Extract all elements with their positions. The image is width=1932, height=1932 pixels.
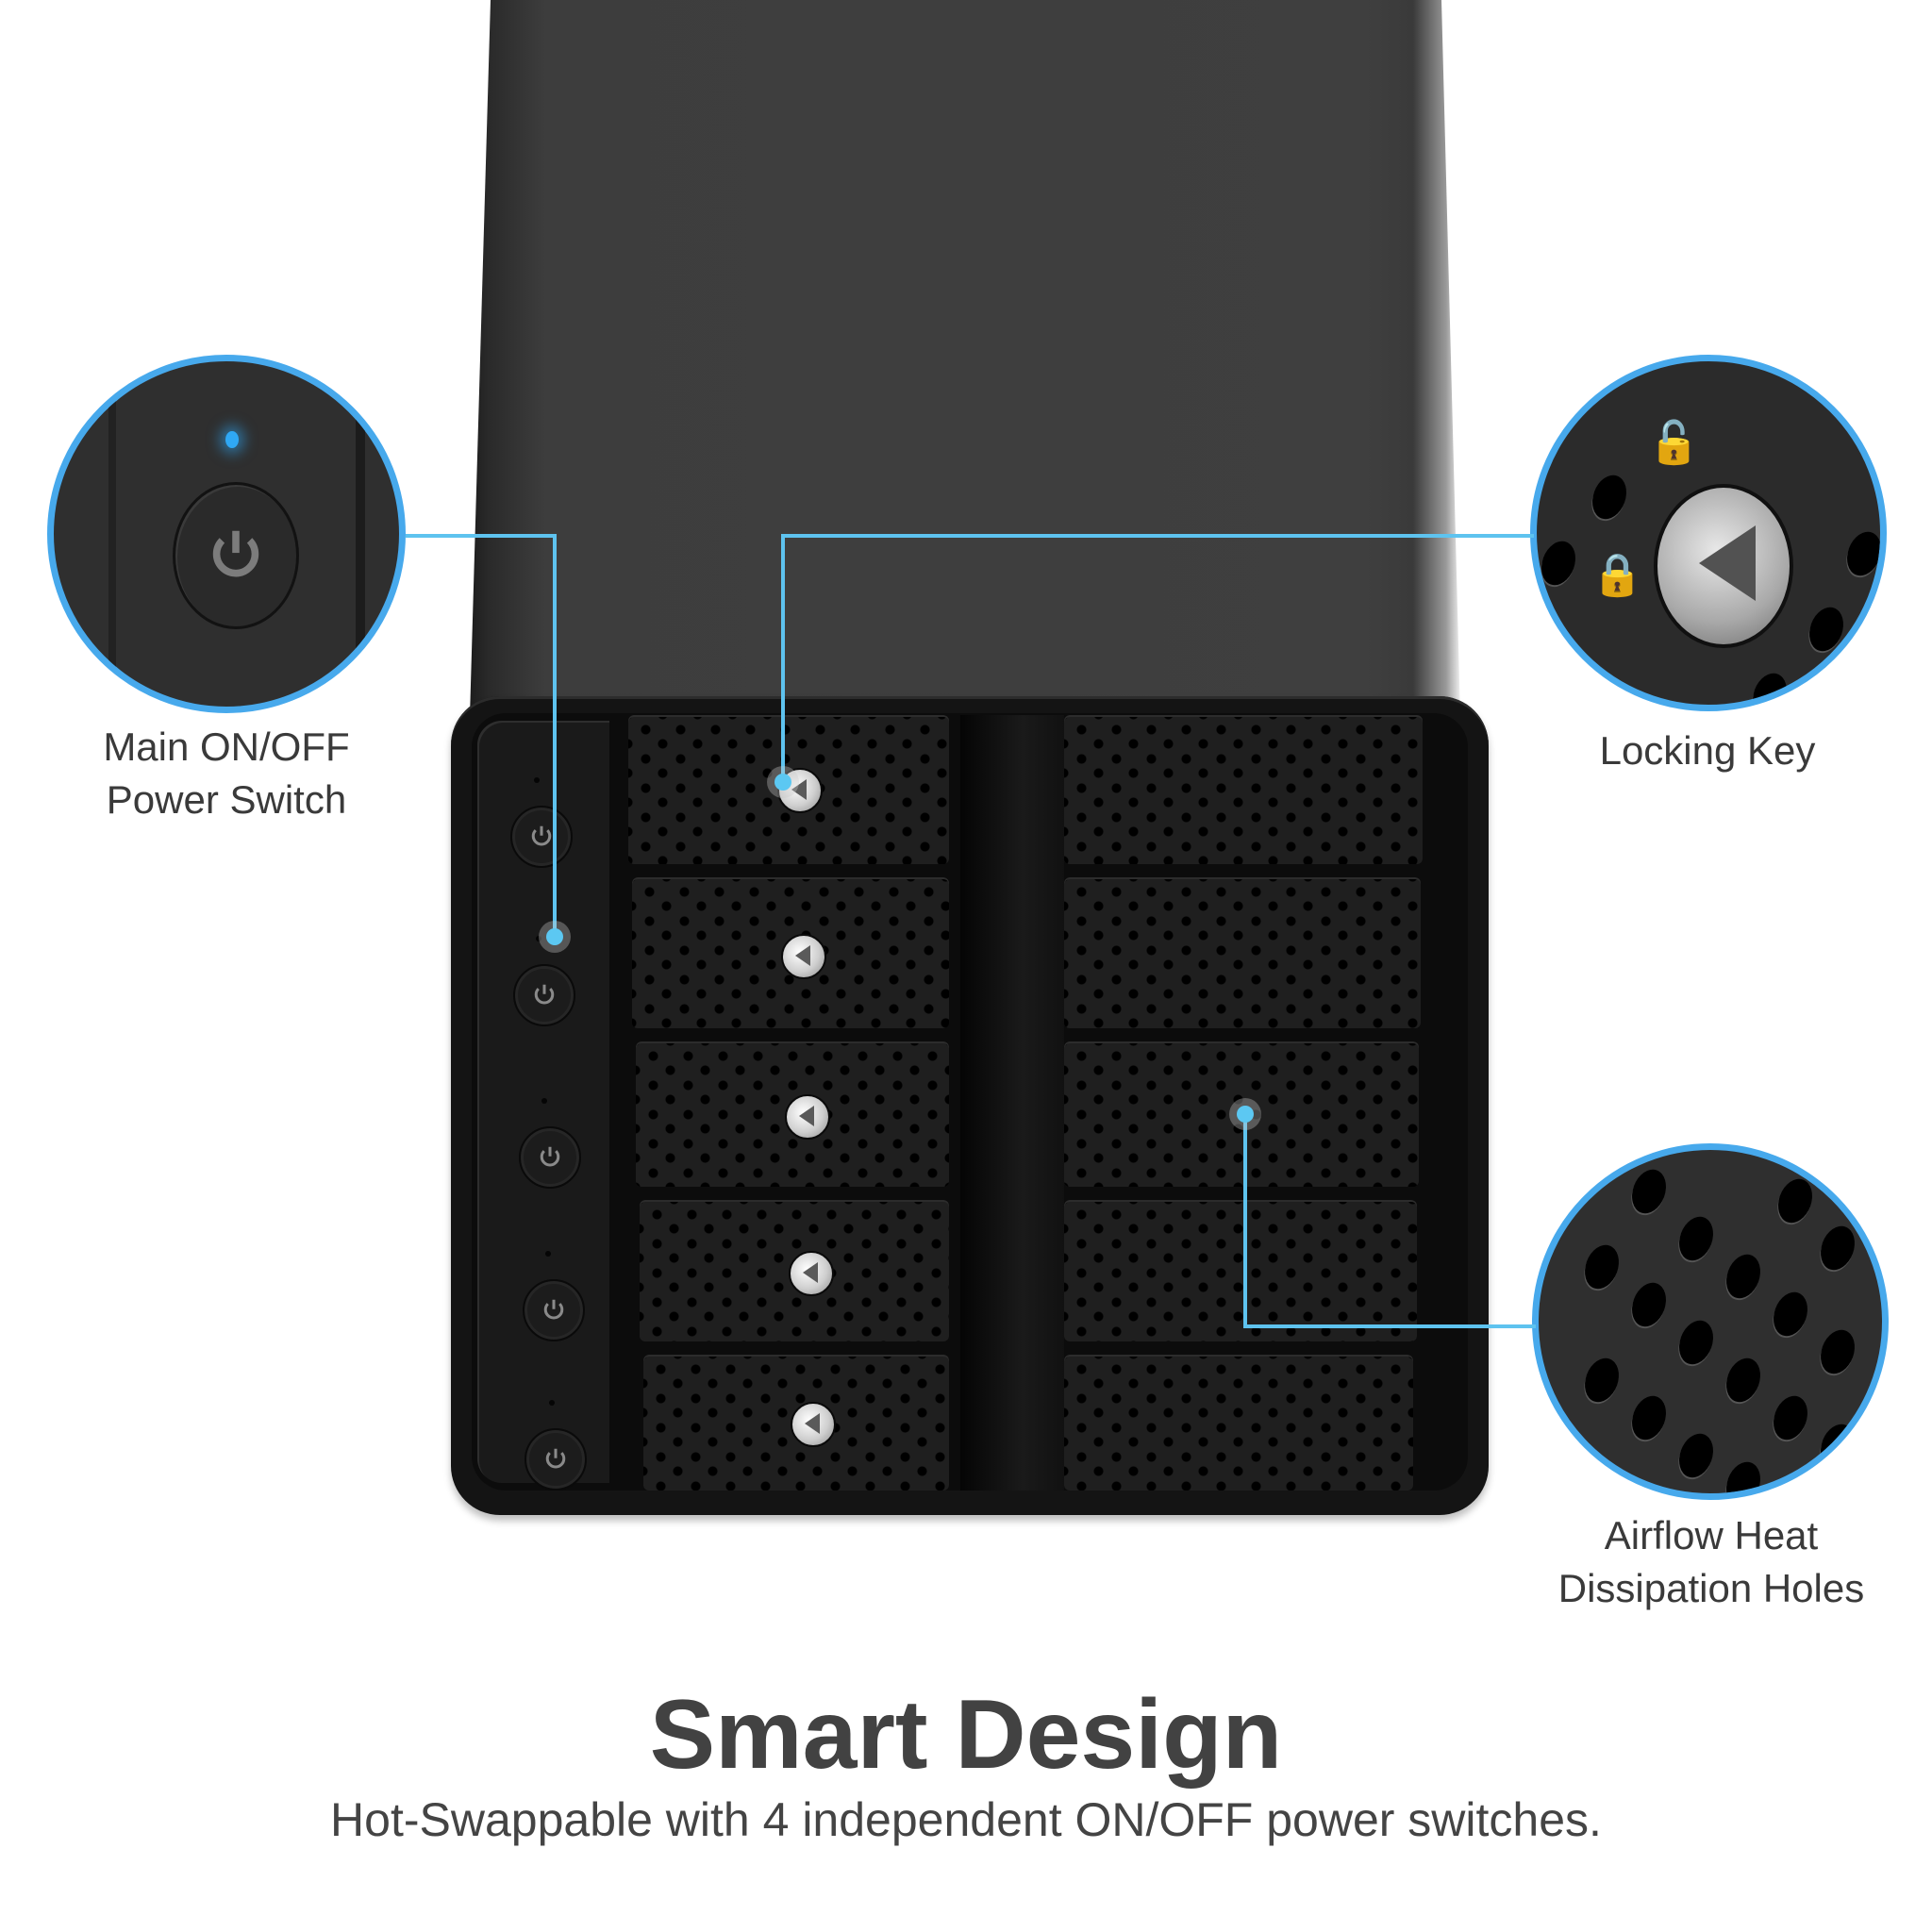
vent-hole bbox=[1767, 1391, 1814, 1445]
airflow-callout bbox=[1532, 1143, 1889, 1500]
power-button-5[interactable] bbox=[525, 1428, 587, 1491]
vent-hole bbox=[1772, 1174, 1819, 1228]
label-line: Main ON/OFF bbox=[103, 724, 350, 769]
headline-title: Smart Design bbox=[649, 1680, 1283, 1790]
vent-hole bbox=[1673, 1211, 1720, 1266]
callout-line bbox=[1243, 1324, 1536, 1328]
panel-edge bbox=[108, 361, 116, 707]
enclosure-body bbox=[470, 0, 1460, 717]
vent-hole bbox=[1814, 1419, 1861, 1474]
vent-hole bbox=[1625, 1164, 1673, 1219]
drive-bay-left-4[interactable] bbox=[640, 1200, 949, 1341]
lock-key-icon[interactable] bbox=[791, 1402, 836, 1447]
drive-bay-right-1[interactable] bbox=[1064, 715, 1423, 864]
power-icon bbox=[531, 825, 552, 846]
drive-bay-right-3[interactable] bbox=[1064, 1041, 1419, 1187]
power-icon bbox=[540, 1146, 560, 1167]
vent-hole bbox=[1803, 602, 1850, 657]
vent-hole bbox=[1814, 1324, 1861, 1379]
vent-hole bbox=[1625, 1391, 1673, 1445]
vent-hole bbox=[1673, 1315, 1720, 1370]
vent-hole bbox=[1746, 668, 1793, 705]
label-line: Airflow Heat bbox=[1604, 1513, 1819, 1557]
vent-hole bbox=[1578, 1353, 1625, 1407]
main-power-button[interactable] bbox=[513, 964, 575, 1026]
status-led-2 bbox=[536, 936, 541, 941]
locked-icon: 🔒 bbox=[1591, 551, 1643, 599]
callout-anchor-dot bbox=[774, 774, 791, 791]
drive-bay-right-2[interactable] bbox=[1064, 877, 1421, 1028]
power-icon bbox=[543, 1299, 564, 1320]
callout-line bbox=[781, 534, 785, 777]
panel-edge bbox=[356, 361, 365, 707]
callout-line bbox=[1243, 1113, 1247, 1326]
status-led-3 bbox=[541, 1098, 547, 1104]
label-line: Power Switch bbox=[106, 777, 347, 822]
vent-hole bbox=[1673, 1428, 1720, 1483]
vent-hole bbox=[1840, 526, 1880, 581]
lock-key-icon[interactable] bbox=[789, 1251, 834, 1296]
vent-hole bbox=[1625, 1277, 1673, 1332]
blue-led-icon bbox=[225, 431, 239, 448]
enclosure-front-face bbox=[451, 696, 1489, 1515]
power-button-panel bbox=[477, 721, 609, 1491]
callout-line bbox=[783, 534, 1534, 538]
vent-hole bbox=[1586, 470, 1633, 525]
vent-hole bbox=[1814, 1221, 1861, 1275]
callout-anchor-dot bbox=[1237, 1106, 1254, 1123]
locking-key-label: Locking Key bbox=[1599, 728, 1816, 773]
power-icon bbox=[545, 1448, 566, 1469]
power-icon bbox=[534, 984, 555, 1005]
label-line: Dissipation Holes bbox=[1557, 1566, 1865, 1610]
airflow-label: Airflow Heat Dissipation Holes bbox=[1513, 1509, 1909, 1615]
status-led-5 bbox=[549, 1400, 555, 1406]
callout-anchor-dot bbox=[546, 928, 563, 945]
vent-hole bbox=[1720, 1457, 1767, 1493]
power-button-4[interactable] bbox=[523, 1279, 585, 1341]
lock-key-icon[interactable] bbox=[781, 934, 826, 979]
power-switch-label: Main ON/OFF Power Switch bbox=[57, 721, 396, 826]
main-power-button-zoomed bbox=[173, 482, 299, 629]
locking-key-callout: 🔓 🔒 bbox=[1530, 355, 1887, 711]
power-switch-callout bbox=[47, 355, 406, 713]
lock-key-icon bbox=[1654, 484, 1793, 648]
headline-subtitle: Hot-Swappable with 4 independent ON/OFF … bbox=[330, 1793, 1602, 1846]
status-led-1 bbox=[534, 777, 540, 783]
vent-hole bbox=[1537, 536, 1582, 591]
vent-hole bbox=[1720, 1353, 1767, 1407]
vent-hole bbox=[1720, 1249, 1767, 1304]
unlocked-icon: 🔓 bbox=[1648, 419, 1700, 467]
power-button-3[interactable] bbox=[519, 1126, 581, 1189]
bay-divider bbox=[960, 715, 1064, 1491]
callout-line bbox=[406, 534, 557, 538]
drive-bay-right-4[interactable] bbox=[1064, 1200, 1417, 1341]
status-led-4 bbox=[545, 1251, 551, 1257]
vent-hole bbox=[1578, 1240, 1625, 1294]
vent-hole bbox=[1767, 1287, 1814, 1341]
callout-line bbox=[553, 534, 557, 930]
key-slot bbox=[1699, 525, 1756, 601]
power-icon bbox=[212, 530, 259, 577]
lock-key-icon[interactable] bbox=[785, 1094, 830, 1140]
drive-bay-right-5[interactable] bbox=[1064, 1355, 1413, 1491]
power-button-1[interactable] bbox=[510, 806, 573, 868]
